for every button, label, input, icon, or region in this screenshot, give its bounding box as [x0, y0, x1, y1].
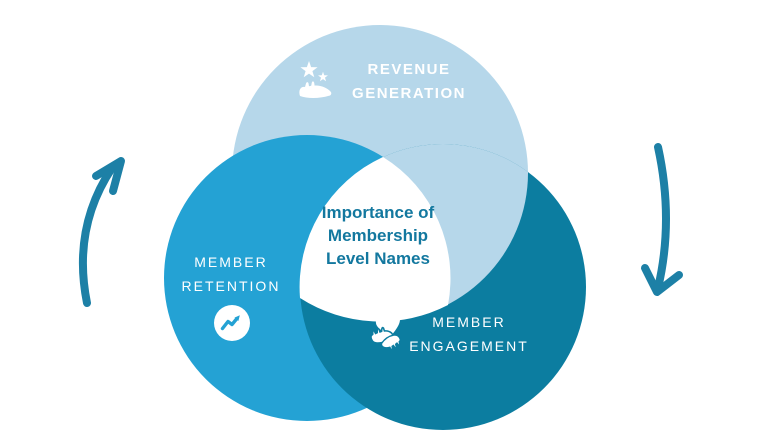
- member-retention-label: MEMBER RETENTION: [151, 250, 311, 298]
- revenue-line2: GENERATION: [352, 85, 466, 102]
- hand-stars-icon: [299, 61, 332, 99]
- curved-arrow-up-icon: [78, 157, 125, 307]
- center-line2: Membership: [327, 226, 429, 245]
- star-small-icon: [318, 71, 328, 82]
- trend-up-icon: [214, 305, 250, 341]
- star-large-icon: [300, 61, 318, 78]
- center-title: Importance of Membership Level Names: [298, 201, 458, 270]
- engagement-line2: ENGAGEMENT: [409, 338, 529, 354]
- hands-heart-icon: [368, 313, 404, 354]
- curved-arrow-down-icon: [641, 143, 683, 296]
- retention-line2: RETENTION: [181, 278, 281, 294]
- center-line3: Level Names: [326, 249, 430, 268]
- member-engagement-label: MEMBER ENGAGEMENT: [396, 310, 542, 358]
- revenue-line1: REVENUE: [367, 61, 451, 78]
- center-intersection: [299, 157, 451, 322]
- center-line1: Importance of: [321, 203, 435, 222]
- open-hand-icon: [299, 81, 332, 99]
- engagement-line1: MEMBER: [432, 314, 506, 330]
- revenue-generation-label: REVENUE GENERATION: [296, 58, 476, 106]
- retention-line1: MEMBER: [194, 254, 268, 270]
